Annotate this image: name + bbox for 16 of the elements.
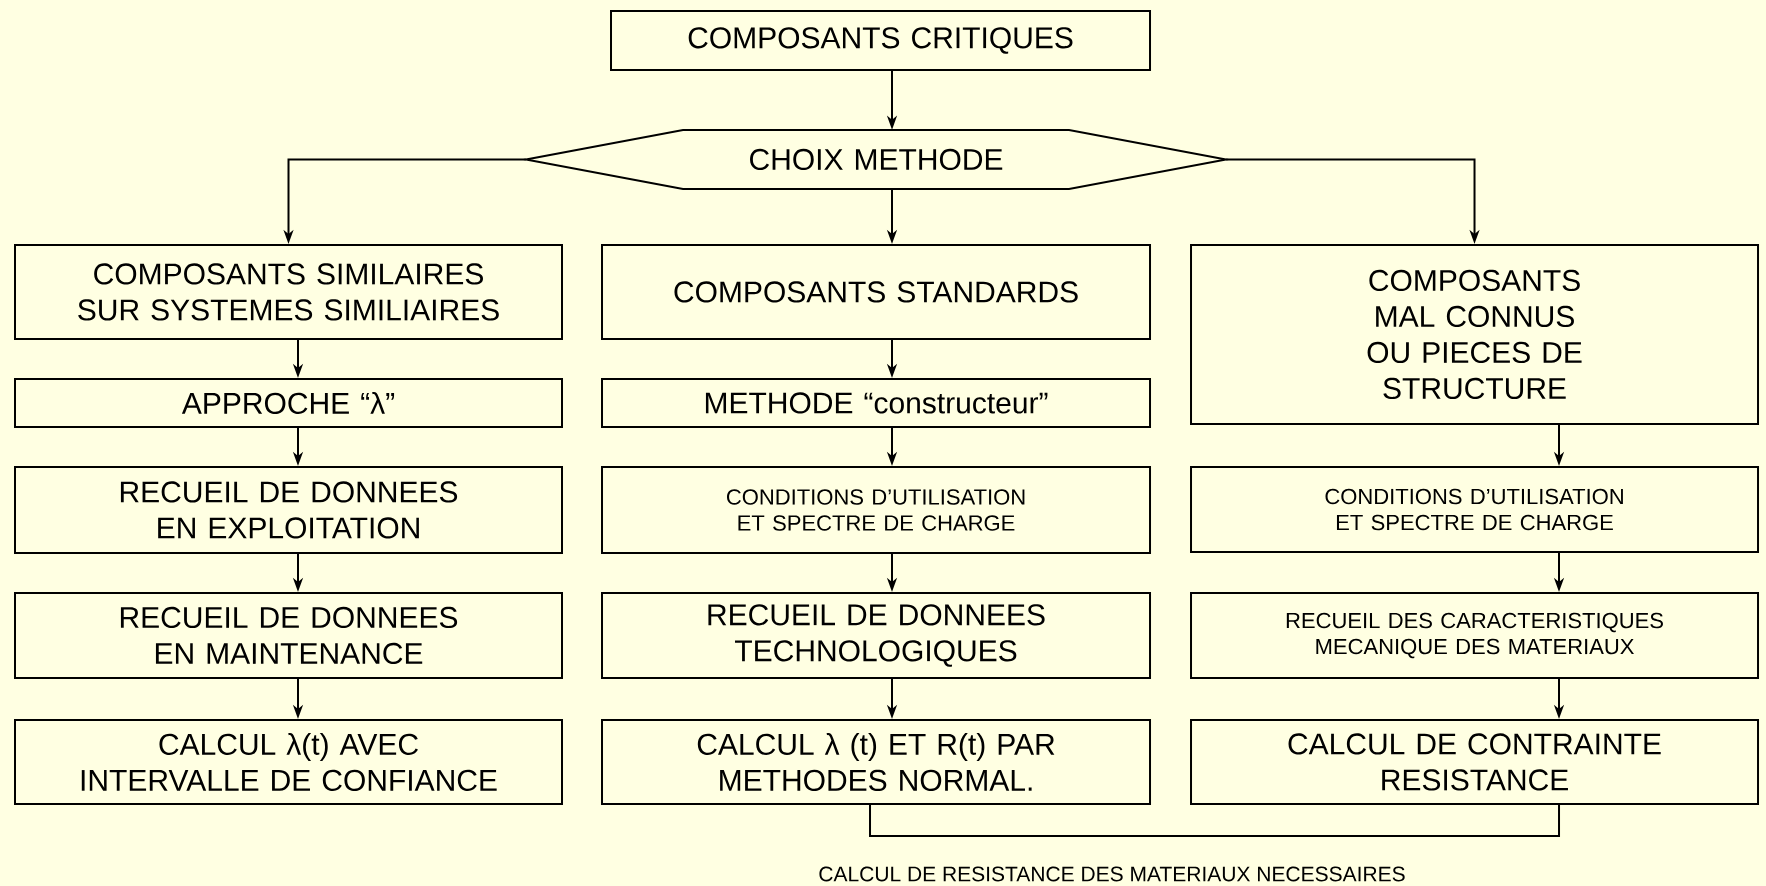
process-box: APPROCHE “λ”	[14, 378, 563, 428]
process-box: CALCUL λ(t) AVEC INTERVALLE DE CONFIANCE	[14, 719, 563, 805]
process-box: CONDITIONS D’UTILISATION ET SPECTRE DE CHARGE	[1190, 466, 1759, 553]
process-box: RECUEIL DE DONNEES TECHNOLOGIQUES	[601, 592, 1151, 679]
process-box: RECUEIL DES CARACTERISTIQUES MECANIQUE DES MATERIAUX	[1190, 592, 1759, 679]
process-box: COMPOSANTS MAL CONNUS OU PIECES DE STRUCTURE	[1190, 244, 1759, 425]
process-box: CONDITIONS D’UTILISATION ET SPECTRE DE CHARGE	[601, 466, 1151, 554]
process-box: RECUEIL DE DONNEES EN MAINTENANCE	[14, 592, 563, 679]
process-box: CALCUL λ (t) ET R(t) PAR METHODES NORMAL.	[601, 719, 1151, 805]
process-box: RECUEIL DE DONNEES EN EXPLOITATION	[14, 466, 563, 554]
connector-line	[869, 804, 1560, 837]
process-box: CALCUL DE CONTRAINTE RESISTANCE	[1190, 719, 1759, 805]
process-box: COMPOSANTS CRITIQUES	[610, 10, 1151, 71]
process-box: METHODE “constructeur”	[601, 378, 1151, 428]
process-box: COMPOSANTS STANDARDS	[601, 244, 1151, 340]
process-box: COMPOSANTS SIMILAIRES SUR SYSTEMES SIMILIAIRES	[14, 244, 563, 340]
